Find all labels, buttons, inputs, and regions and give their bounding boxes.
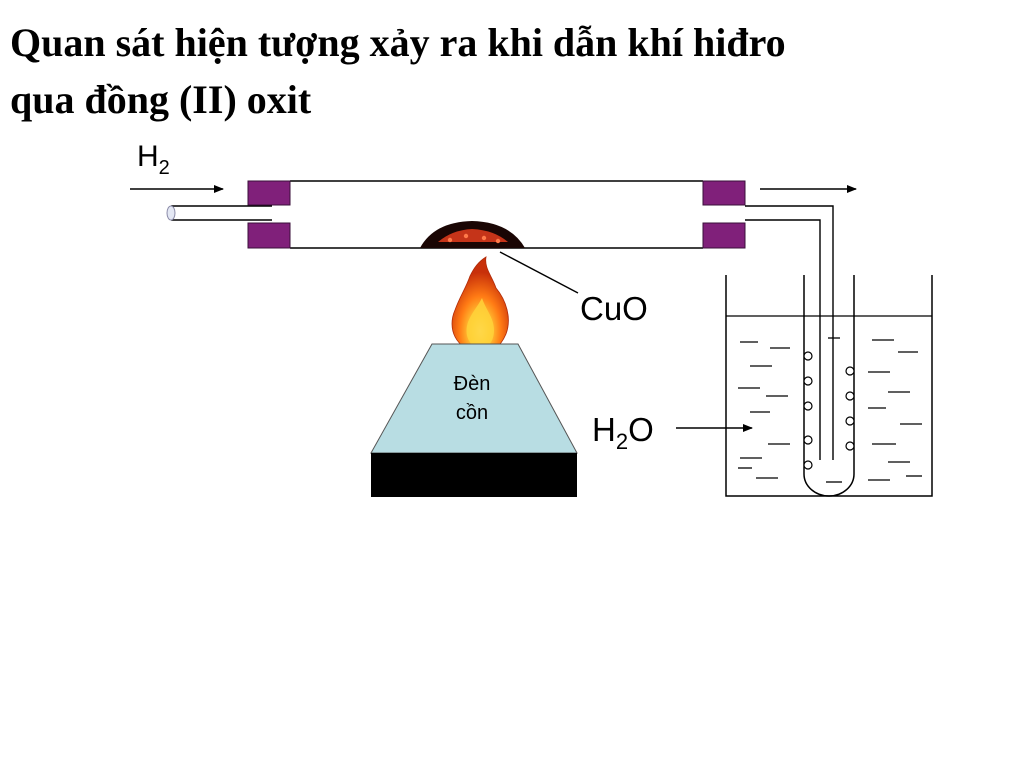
h2-inlet-label: H2 bbox=[137, 140, 170, 179]
gas-bubbles bbox=[803, 351, 855, 470]
cuo-pointer-line bbox=[499, 251, 579, 294]
title-line-1: Quan sát hiện tượng xảy ra khi dẫn khí h… bbox=[10, 20, 786, 65]
beaker bbox=[725, 275, 933, 497]
right-stopper-bottom bbox=[702, 222, 746, 249]
slide-title: Quan sát hiện tượng xảy ra khi dẫn khí h… bbox=[10, 14, 1010, 128]
title-line-2: qua đồng (II) oxit bbox=[10, 77, 312, 122]
cuo-label: CuO bbox=[580, 290, 648, 327]
left-stopper-bottom bbox=[247, 222, 291, 249]
alcohol-lamp-body bbox=[370, 343, 578, 454]
water-dashes bbox=[738, 337, 922, 483]
flame bbox=[451, 256, 509, 353]
cuo-powder bbox=[420, 221, 525, 248]
alcohol-lamp-base bbox=[371, 453, 577, 497]
outlet-delivery-tube bbox=[745, 205, 834, 460]
water-label: H2O bbox=[592, 411, 654, 454]
inlet-delivery-tube bbox=[166, 205, 272, 221]
right-stopper-top bbox=[702, 180, 746, 206]
lamp-label-line-1: Đèn bbox=[454, 373, 491, 395]
lamp-label-line-2: cồn bbox=[456, 402, 488, 424]
collecting-test-tube bbox=[803, 275, 855, 497]
left-stopper-top bbox=[247, 180, 291, 206]
